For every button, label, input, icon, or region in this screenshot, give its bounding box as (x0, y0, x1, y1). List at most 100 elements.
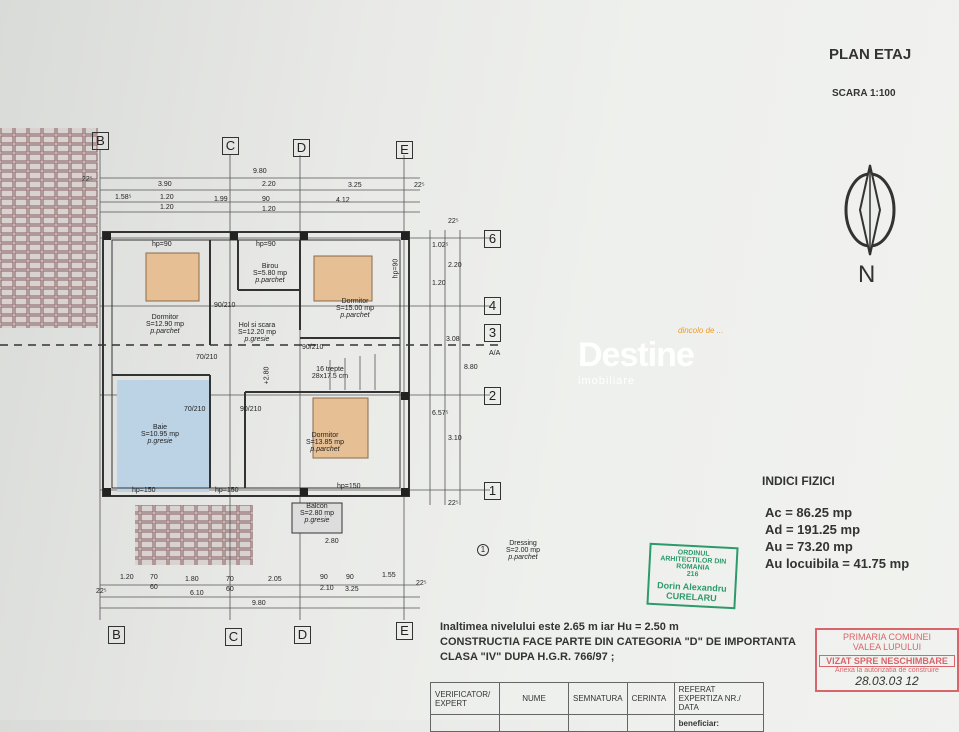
dim: 1.20 (120, 574, 134, 581)
room-floor: p.parchet (255, 277, 285, 284)
dim: 1.20 (432, 280, 446, 287)
room-floor: p.parchet (150, 328, 180, 335)
axis-top-c: C (222, 137, 239, 155)
room-name: Dormitor (341, 298, 369, 305)
room-name: Baie (152, 424, 167, 431)
door-label: 90/210 (240, 406, 262, 413)
cell (626, 714, 675, 732)
bed-1 (145, 252, 200, 302)
axis-row-3: 3 (484, 324, 501, 342)
stamp-line: VALEA LUPULUI (852, 642, 922, 652)
room-floor: p.gresie (244, 336, 270, 343)
room-area: S=2.80 mp (299, 510, 335, 517)
stamp-line: PRIMARIA COMUNEI (842, 632, 931, 642)
axis-row-6: 6 (484, 230, 501, 248)
dim: 1.55 (382, 572, 396, 579)
room-name: Dormitor (311, 432, 339, 439)
dim: 60 (226, 586, 234, 593)
logo-tagline: dincolo de ... (678, 326, 724, 335)
dim: 4.12 (336, 197, 350, 204)
roof-tiles-left (0, 128, 98, 328)
note-category: CONSTRUCTIA FACE PARTE DIN CATEGORIA "D"… (440, 636, 796, 648)
dim: 22⁵ (82, 176, 93, 183)
note-class: CLASA "IV" DUPA H.G.R. 766/97 ; (440, 651, 615, 663)
room-name: Hol si scara (238, 322, 276, 329)
dim: 2.05 (268, 576, 282, 583)
window-label: hp=90 (392, 258, 400, 279)
dim: 6.57⁵ (432, 410, 449, 417)
room-area: S=12.90 mp (146, 321, 184, 328)
dim: 3.90 (158, 181, 172, 188)
section-mark: A/A (489, 350, 501, 357)
indice-ac: Ac = 86.25 mp (765, 505, 853, 520)
th-referat: REFERAT EXPERTIZA NR./ DATA (673, 682, 764, 715)
plan-scale: SCARA 1:100 (832, 88, 896, 99)
room-area: S=13.85 mp (306, 439, 344, 446)
dim: 1.99 (214, 196, 228, 203)
room-floor: p.gresie (147, 438, 173, 445)
dim: 9.80 (252, 600, 266, 607)
dim: 2.80 (325, 538, 339, 545)
dim: 22⁵ (96, 588, 107, 595)
stamp-handwritten: 28.03.03 12 (855, 674, 919, 688)
axis-top-b: B (92, 132, 109, 150)
axis-row-1: 1 (484, 482, 501, 500)
dim: 2.20 (262, 181, 276, 188)
beneficiar-label: beneficiar: (673, 714, 764, 732)
stairs-size: 28x17.5 cm (311, 373, 349, 380)
logo-brand: Destine (578, 336, 695, 374)
bed-3 (312, 397, 369, 459)
dim: 22⁵ (414, 182, 425, 189)
indice-au-locuibila: Au locuibila = 41.75 mp (765, 556, 910, 571)
dim: 1.80 (185, 576, 199, 583)
dim: 6.10 (190, 590, 204, 597)
axis-top-d: D (293, 139, 310, 157)
dim: 1.20 (160, 204, 174, 211)
room-area: S=15.00 mp (336, 305, 374, 312)
stamp-line: VIZAT SPRE NESCHIMBARE (819, 655, 955, 667)
legend-name: Dressing (509, 540, 537, 547)
th-cerinta: CERINTA (626, 682, 675, 715)
indici-list: Ac = 86.25 mp Ad = 191.25 mp Au = 73.20 … (765, 504, 909, 572)
window-label: hp=90 (256, 241, 276, 248)
room-name: Dormitor (151, 314, 179, 321)
room-floor: p.parchet (310, 446, 340, 453)
bath-fill (117, 380, 209, 492)
room-area: S=12.20 mp (238, 329, 276, 336)
balcony (291, 502, 343, 534)
logo-sub: imobiliare (578, 375, 636, 387)
indice-ad: Ad = 191.25 mp (765, 522, 861, 537)
legend-area: S=2.00 mp (505, 547, 541, 554)
bed-2 (313, 255, 373, 302)
axis-row-4: 4 (484, 297, 501, 315)
level-mark: +2.80 (263, 366, 271, 385)
dim: 3.25 (348, 182, 362, 189)
indice-au: Au = 73.20 mp (765, 539, 853, 554)
stamp-line: construire (908, 667, 939, 674)
axis-bottom-d: D (294, 626, 311, 644)
th-nume: NUME (499, 682, 569, 715)
th-semnatura: SEMNATURA (568, 682, 628, 715)
door-label: 90/210 (214, 302, 236, 309)
architect-stamp: ORDINUL ARHITECTILOR DIN ROMANIA 216 Dor… (646, 542, 739, 610)
th-verificator: VERIFICATOR/ EXPERT (430, 682, 500, 715)
title-block: VERIFICATOR/ EXPERT NUME SEMNATURA CERIN… (430, 682, 764, 732)
dim: 90 (320, 574, 328, 581)
note-height: Inaltimea nivelului este 2.65 m iar Hu =… (440, 621, 679, 633)
room-name: Balcon (306, 503, 328, 510)
door-label: 70/210 (196, 354, 218, 361)
window-label: hp=150 (215, 487, 239, 494)
door-label: 70/210 (184, 406, 206, 413)
indici-title: INDICI FIZICI (762, 474, 835, 488)
room-area: S=5.80 mp (252, 270, 288, 277)
primaria-stamp: PRIMARIA COMUNEI VALEA LUPULUI VIZAT SPR… (815, 628, 959, 692)
plan-title: PLAN ETAJ (829, 46, 912, 63)
north-label: N (858, 261, 875, 288)
dim: 2.20 (448, 262, 462, 269)
